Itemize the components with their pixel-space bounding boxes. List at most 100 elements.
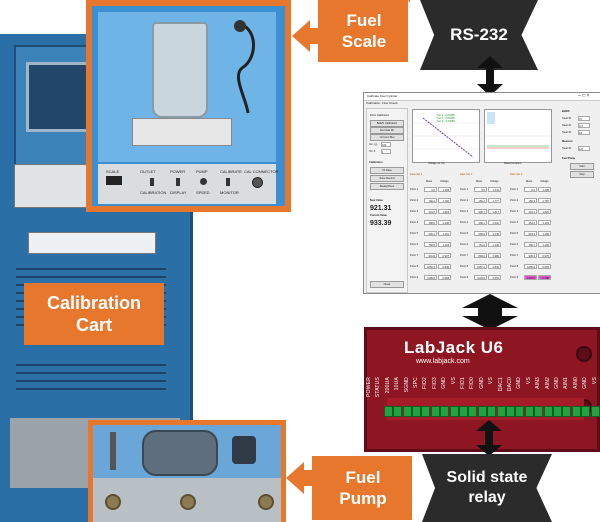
screw-terminal-icon[interactable] xyxy=(590,406,600,417)
mass-cell[interactable]: 760.0 xyxy=(424,242,437,247)
baws-field[interactable]: 72 xyxy=(578,116,590,121)
mass-cell[interactable]: 901.9 xyxy=(424,253,437,258)
fit-data-button[interactable]: Fit Data xyxy=(370,167,404,174)
mass-cell[interactable]: 600.1 xyxy=(424,231,437,236)
mass-cell[interactable]: 1199.6 xyxy=(424,275,437,280)
mass-cell[interactable]: 1194.6 xyxy=(474,275,487,280)
mass-cell[interactable]: 406.1 xyxy=(474,220,487,225)
screw-terminal-icon[interactable] xyxy=(430,406,440,417)
voltage-cell[interactable]: 0.833 xyxy=(538,264,551,269)
pump-start-button[interactable]: Start xyxy=(570,163,594,170)
baws-calibration-button[interactable]: BaWS Calibration xyxy=(370,120,404,127)
voltage-cell[interactable]: 0.688 xyxy=(538,275,551,280)
scale-panel-label: OUTLET xyxy=(140,169,156,174)
mass-cell[interactable]: 0.0 xyxy=(424,187,437,192)
voltage-cell[interactable]: 1.423 xyxy=(538,220,551,225)
voltage-cell[interactable]: 0.684 xyxy=(438,275,451,280)
voltage-cell[interactable]: 1.430 xyxy=(438,220,451,225)
mass-cell[interactable]: 600.6 xyxy=(474,231,487,236)
column-header: Voltage xyxy=(440,180,449,183)
point-label: Point 1 xyxy=(410,188,419,191)
screw-terminal-icon[interactable] xyxy=(421,406,431,417)
tol-field[interactable]: 1 xyxy=(381,149,391,154)
screw-terminal-icon[interactable] xyxy=(534,406,544,417)
screw-terminal-icon[interactable] xyxy=(524,406,534,417)
screw-terminal-icon[interactable] xyxy=(515,406,525,417)
mass-cell[interactable]: 0.0 xyxy=(524,187,537,192)
screw-terminal-icon[interactable] xyxy=(487,406,497,417)
mass-cell[interactable]: 306.7 xyxy=(474,209,487,214)
mass-cell[interactable]: 301.0 xyxy=(424,209,437,214)
mass-cell[interactable]: 1055.6 xyxy=(524,264,537,269)
screw-terminal-icon[interactable] xyxy=(562,406,572,417)
ver-field[interactable]: 104 xyxy=(381,142,391,147)
baws-field[interactable]: 0.4 xyxy=(578,123,590,128)
mass-cell[interactable]: 301.1 xyxy=(524,209,537,214)
voltage-cell[interactable]: 1.240 xyxy=(488,231,501,236)
set-data-dir-button[interactable]: Set Data Dir xyxy=(370,127,404,134)
voltage-cell[interactable]: 1.787 xyxy=(538,198,551,203)
screw-terminal-icon[interactable] xyxy=(553,406,562,417)
voltage-cell[interactable]: 0.846 xyxy=(438,264,451,269)
screw-terminal-icon[interactable] xyxy=(496,406,506,417)
screw-terminal-icon[interactable] xyxy=(383,406,393,417)
data-set-header: Data Set 2 xyxy=(460,173,473,176)
tab-calibration[interactable]: Calibration xyxy=(366,101,381,105)
screw-terminal-icon[interactable] xyxy=(543,406,553,417)
voltage-cell[interactable]: 1.269 xyxy=(438,187,451,192)
mass-cell[interactable]: 760.7 xyxy=(524,242,537,247)
mass-cell[interactable]: 454.6 xyxy=(524,220,537,225)
mass-cell[interactable]: 1205.2 xyxy=(524,275,537,280)
voltage-cell[interactable]: 1.777 xyxy=(488,198,501,203)
voltage-cell[interactable]: 1.295 xyxy=(538,187,551,192)
mass-cell[interactable]: 603.3 xyxy=(524,231,537,236)
voltage-cell[interactable]: 1.130 xyxy=(538,242,551,247)
voltage-cell[interactable]: 1.251 xyxy=(438,231,451,236)
window-controls-icon[interactable]: – □ × xyxy=(578,93,590,99)
voltage-cell[interactable]: 1.432 xyxy=(488,220,501,225)
save-record-button[interactable]: Save Record xyxy=(370,175,404,182)
mass-cell[interactable]: 1057.2 xyxy=(474,264,487,269)
voltage-cell[interactable]: 1.792 xyxy=(438,198,451,203)
voltage-cell[interactable]: 0.997 xyxy=(438,253,451,258)
mass-cell[interactable]: 909.3 xyxy=(524,253,537,258)
baws-field[interactable]: 18 xyxy=(578,130,590,135)
tab-flow-check[interactable]: Flow Check xyxy=(382,101,398,105)
screw-terminal-icon[interactable] xyxy=(571,406,581,417)
screw-terminal-icon[interactable] xyxy=(412,406,421,417)
mass-cell[interactable]: 468.6 xyxy=(424,220,437,225)
voltage-cell[interactable]: 1.131 xyxy=(438,242,451,247)
voltage-cell[interactable]: 1.817 xyxy=(488,209,501,214)
voltage-cell[interactable]: 0.842 xyxy=(488,264,501,269)
mass-cell[interactable]: 160.4 xyxy=(424,198,437,203)
screw-terminal-icon[interactable] xyxy=(440,406,450,417)
voltage-cell[interactable]: 0.986 xyxy=(488,253,501,258)
close-button[interactable]: Close xyxy=(370,281,404,288)
mass-cell[interactable]: 751.6 xyxy=(474,242,487,247)
mass-cell[interactable]: 1050.3 xyxy=(424,264,437,269)
voltage-cell[interactable]: 0.651 xyxy=(488,275,501,280)
point-label: Point 3 xyxy=(460,210,469,213)
mass-cell[interactable]: 150.4 xyxy=(474,198,487,203)
pump-stop-button[interactable]: Stop xyxy=(570,171,594,178)
screw-terminal-icon[interactable] xyxy=(506,406,515,417)
voltage-cell[interactable]: 0.970 xyxy=(538,253,551,258)
voltage-cell[interactable]: 1.130 xyxy=(488,242,501,247)
voltage-cell[interactable]: 1.341 xyxy=(488,187,501,192)
screw-terminal-icon[interactable] xyxy=(468,406,478,417)
voltage-cell[interactable]: 1.290 xyxy=(538,231,551,236)
mass-cell[interactable]: 0.0 xyxy=(474,187,487,192)
connect-bus-button[interactable]: Connect Bus xyxy=(370,134,404,141)
screw-terminal-icon[interactable] xyxy=(393,406,403,417)
screw-terminal-icon[interactable] xyxy=(581,406,591,417)
voltage-cell[interactable]: 1.819 xyxy=(438,209,451,214)
screw-terminal-icon[interactable] xyxy=(459,406,468,417)
ready-done-button[interactable]: Ready/Done xyxy=(370,183,404,190)
voltage-cell[interactable]: 1.822 xyxy=(538,209,551,214)
mass-cell[interactable]: 899.2 xyxy=(474,253,487,258)
screw-terminal-icon[interactable] xyxy=(477,406,487,417)
screw-terminal-icon[interactable] xyxy=(449,406,459,417)
mass-cell[interactable]: 150.3 xyxy=(524,198,537,203)
screw-terminal-icon[interactable] xyxy=(402,406,412,417)
measure-field[interactable]: 127 xyxy=(578,146,590,151)
